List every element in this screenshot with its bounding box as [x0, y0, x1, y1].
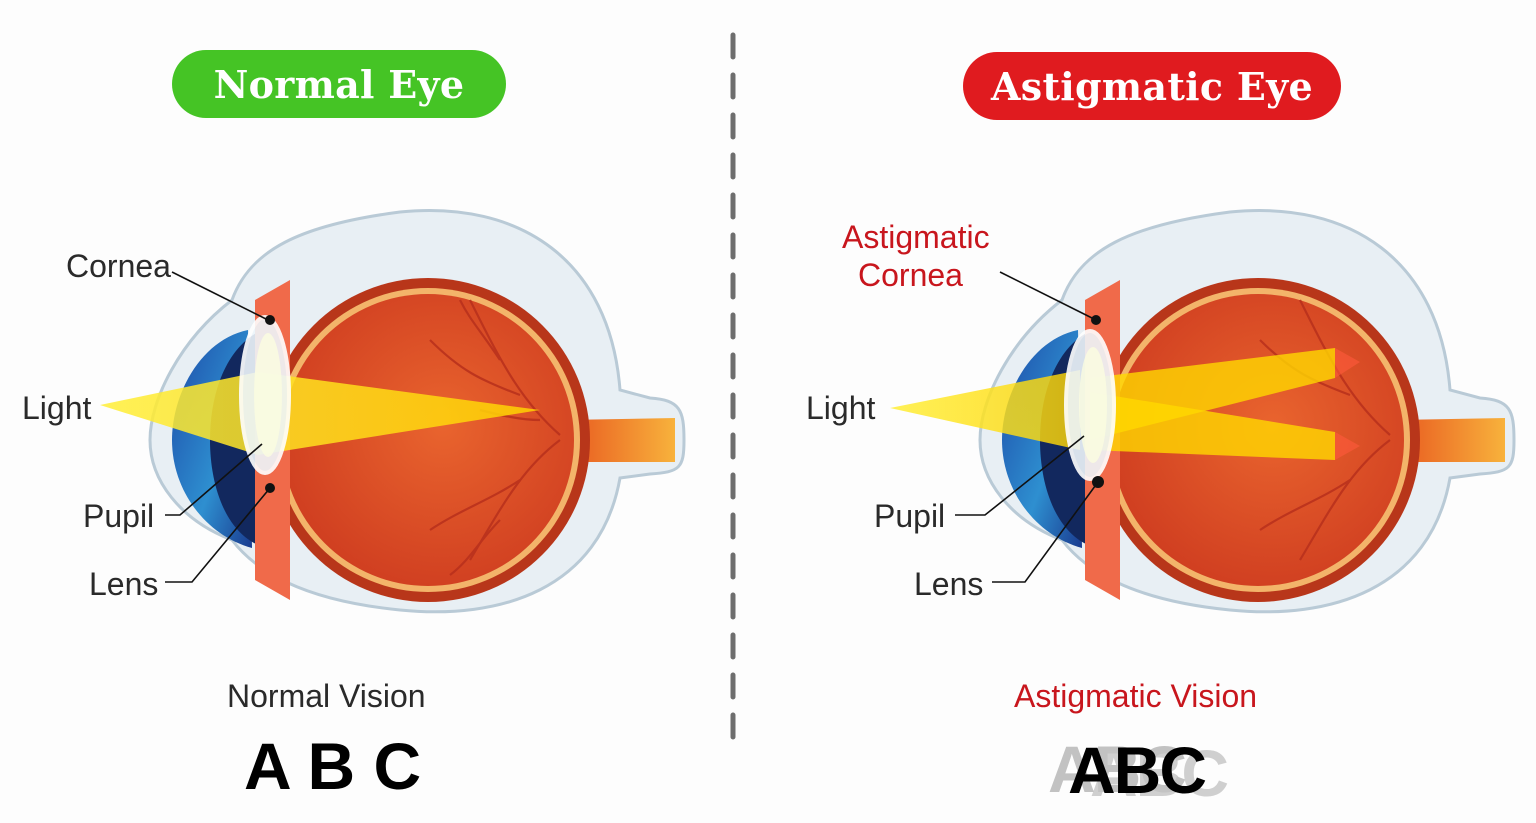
- blood-vessels: [1259, 299, 1391, 561]
- optic-nerve: [565, 418, 675, 462]
- astigmatic-vision-caption: Astigmatic Vision: [1014, 678, 1258, 714]
- label-light: Light: [806, 390, 876, 426]
- astigmatic-vision-ghost-left: ABC: [1048, 732, 1187, 806]
- label-cornea: Cornea: [66, 248, 171, 284]
- label-lens: Lens: [914, 566, 984, 602]
- label-astigmatic-cornea-line1: Astigmatic: [842, 219, 990, 255]
- astigmatic-eye-diagram: [890, 209, 1516, 614]
- label-lens: Lens: [89, 566, 159, 602]
- label-light: Light: [22, 390, 92, 426]
- normal-eye-diagram: [100, 209, 686, 614]
- blood-vessels: [429, 299, 561, 576]
- normal-eye-title: Normal Eye: [172, 50, 506, 118]
- astigmatic-eye-title: Astigmatic Eye: [963, 52, 1341, 120]
- astigmatic-vision-sample: ABC: [1068, 733, 1207, 807]
- light-beam: [890, 370, 1080, 450]
- light-beam-lower-focus: [1090, 392, 1335, 460]
- label-pupil: Pupil: [83, 498, 155, 534]
- normal-vision-sample: A B C: [244, 729, 422, 803]
- label-pupil: Pupil: [874, 498, 946, 534]
- optic-nerve: [1395, 418, 1505, 462]
- astigmatic-vision-ghost-right: ABC: [1090, 736, 1229, 810]
- panel-divider: [730, 32, 736, 747]
- normal-vision-caption: Normal Vision: [227, 678, 426, 714]
- label-astigmatic-cornea-line2: Cornea: [858, 257, 963, 293]
- light-beam: [100, 372, 540, 455]
